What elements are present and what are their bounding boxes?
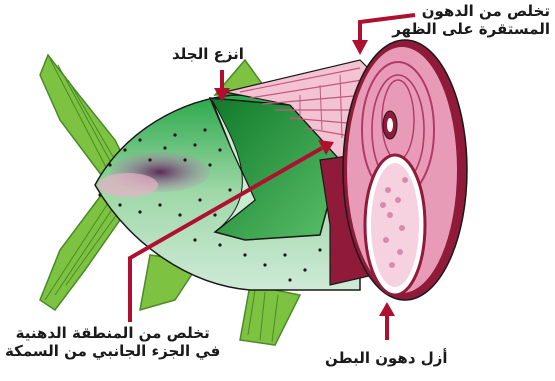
belly-fat-label: أزل دهون البطن	[325, 349, 448, 367]
back-fat-label-line1: تخلص من الدهون	[392, 2, 550, 20]
side-fat-label-line2: في الجزء الجانبي من السمكة	[5, 342, 220, 360]
back-fat-label: تخلص من الدهون المستقرة على الظهر	[392, 2, 550, 38]
side-fat-label-line1: تخلص من المنطقة الدهنية	[5, 324, 220, 342]
side-fat-label: تخلص من المنطقة الدهنية في الجزء الجانبي…	[5, 324, 220, 360]
back-fat-label-line2: المستقرة على الظهر	[392, 20, 550, 38]
remove-skin-label: انزع الجلد	[172, 45, 244, 63]
cross-section	[343, 40, 467, 300]
